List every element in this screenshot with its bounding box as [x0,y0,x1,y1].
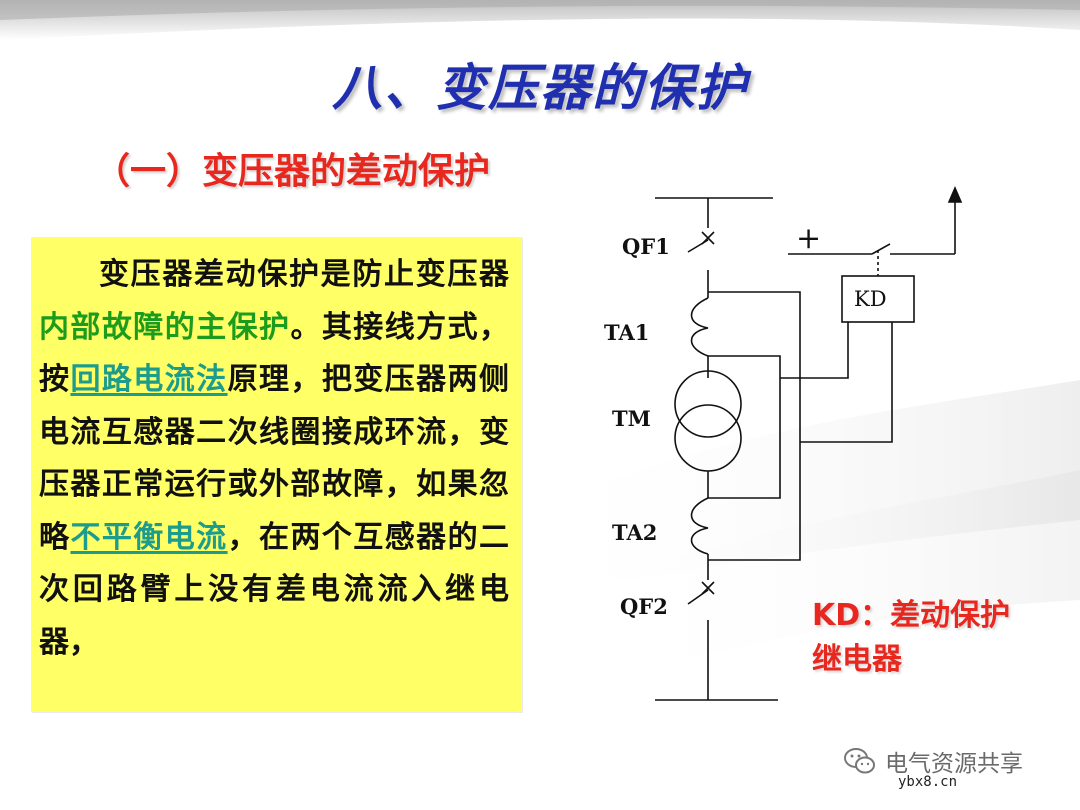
para-text-3: 原理，把变压器两侧电流互感器二次线圈接成环流，变压器正常运行或外部故障，如果忽略 [39,362,510,555]
circuit-diagram: QF1 TA1 TM TA2 QF2 KD + [604,185,963,701]
transformer-winding-2 [674,404,742,472]
watermark-text: 电气资源共享 [885,751,1023,777]
positive-terminal-label: + [796,221,821,256]
qf1-label: QF1 [622,234,670,259]
ta2-coil [690,497,709,555]
watermark: 电气资源共享 [843,744,1023,778]
ta1-coil [690,297,709,357]
qf1-breaker-symbol [687,231,715,298]
qf2-label: QF2 [620,594,668,619]
wechat-icon [844,748,875,774]
kd-label: KD [854,287,887,311]
link-loop-current-method[interactable]: 回路电流法 [70,362,228,397]
ta1-label: TA1 [604,320,649,345]
section-subtitle: （一）变压器的差动保护 [94,151,491,192]
relay-contact-circuit [788,194,956,276]
qf2-breaker-symbol [687,581,715,700]
description-paragraph: 变压器差动保护是防止变压器内部故障的主保护。其接线方式，按回路电流法原理，把变压… [39,249,509,669]
para-text-4: ，在两个互感器的二次回路臂上没有差电流流入继电器， [39,519,510,660]
watermark-site: ybx8.cn [898,774,958,790]
link-unbalanced-current[interactable]: 不平衡电流 [70,519,228,555]
secondary-wiring [708,291,893,561]
ta2-label: TA2 [612,520,657,545]
kd-note: KD：差动保护继电器 [812,598,1011,677]
tm-label: TM [612,406,651,431]
para-text-2: 。其接线方式，按 [39,309,510,398]
slide-title: 八、变压器的保护 [332,59,748,117]
para-highlight-main-protection: 内部故障的主保护 [39,309,291,345]
highlight-box: 变压器差动保护是防止变压器内部故障的主保护。其接线方式，按回路电流法原理，把变压… [31,237,522,712]
transformer-winding-1 [674,370,742,438]
para-text-1: 变压器差动保护是防止变压器 [99,257,509,292]
trip-arrow-icon [947,185,963,203]
